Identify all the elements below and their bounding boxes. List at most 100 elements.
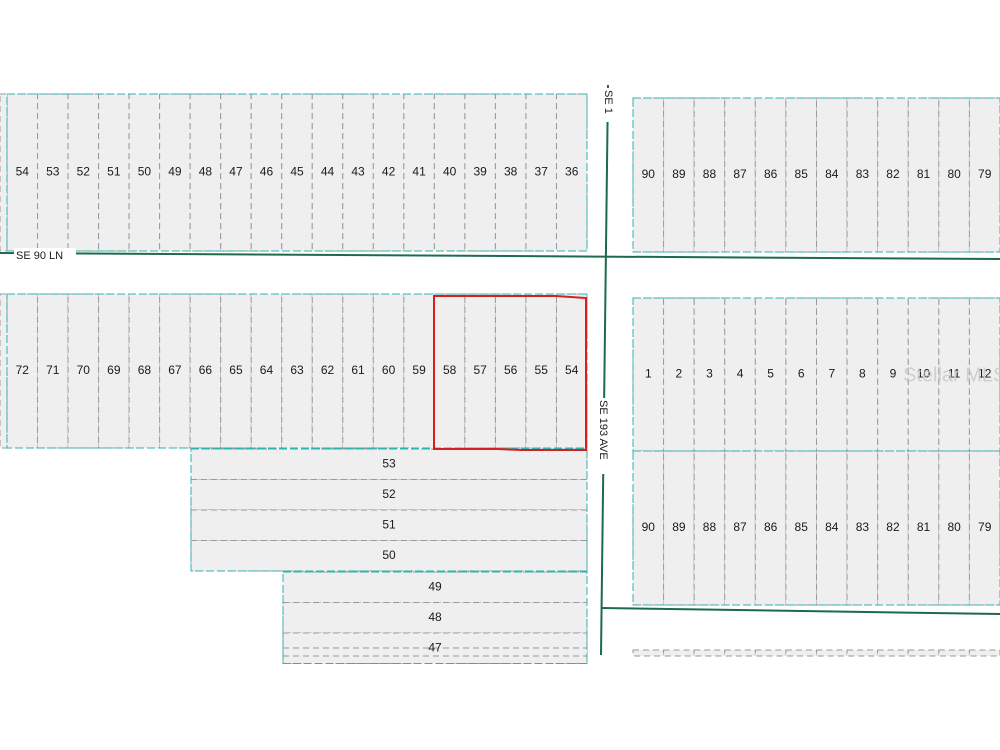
block-mid-right-bottom-lot-label: 82 (886, 520, 900, 534)
block-bottom-right-lot (632, 649, 665, 657)
block-mid-left-lot (372, 293, 405, 449)
block-mid-left-lot (403, 293, 435, 449)
block-horizontal-a-outline (190, 448, 588, 572)
block-top-left-lot-label: 50 (138, 165, 152, 179)
block-mid-left-lot-label: 58 (443, 363, 457, 377)
block-top-left-lot (98, 93, 130, 252)
block-top-left-lot (342, 93, 374, 252)
block-bottom-right-lot (877, 649, 909, 657)
block-mid-right-bottom-lot-label: 80 (947, 520, 961, 534)
block-mid-left-lot-label: 54 (565, 363, 579, 377)
block-mid-left-lot (220, 293, 252, 449)
block-mid-right-top-lot-label: 4 (737, 367, 744, 381)
block-horizontal-a-lot-label: 53 (382, 456, 396, 470)
block-top-left-edge (0, 93, 8, 252)
block-top-left-lot-label: 42 (382, 165, 396, 179)
block-mid-left-lot-label: 61 (351, 363, 365, 377)
block-mid-right-top-lot-label: 12 (978, 367, 992, 381)
highlighted-parcel (433, 295, 587, 451)
block-top-left-lot (37, 93, 69, 252)
block-mid-right-bottom-lot-label: 79 (978, 520, 992, 534)
block-mid-left-lot-label: 67 (168, 363, 182, 377)
block-mid-right-top-lot-label: 3 (706, 367, 713, 381)
block-horizontal-b-lot (282, 602, 588, 634)
block-mid-left-lot (67, 293, 100, 449)
block-horizontal-b-lot-label: 48 (428, 610, 442, 624)
block-top-right-lot-label: 79 (978, 167, 992, 181)
block-top-right-lot-label: 88 (703, 167, 717, 181)
block-mid-right-bottom-lot-label: 90 (642, 520, 656, 534)
block-top-right-lot (846, 97, 879, 253)
block-mid-right-bottom-lot-label: 89 (672, 520, 686, 534)
block-mid-left-lot (525, 293, 557, 449)
block-top-right-lot-label: 86 (764, 167, 778, 181)
road-se-193-ave (600, 84, 609, 656)
road-label-se-193-ave-group: SE 193 AVE (597, 398, 611, 474)
block-bottom-right-lot (663, 649, 695, 657)
block-mid-right-top-lot (724, 297, 756, 452)
block-mid-left-lot-label: 60 (382, 363, 396, 377)
block-horizontal-a-lot (190, 448, 588, 480)
block-mid-right-bottom-lot (907, 450, 940, 606)
block-mid-left-lot (342, 293, 374, 449)
block-horizontal-b-lot (282, 571, 588, 603)
block-top-right-outline (632, 97, 1000, 253)
block-mid-right-bottom-lot-label: 88 (703, 520, 717, 534)
block-top-right-lot (724, 97, 756, 253)
block-bottom-right-lot (754, 649, 787, 657)
block-mid-right-top-lot-label: 11 (948, 367, 961, 381)
block-mid-right-top-lot-label: 5 (767, 367, 774, 381)
block-mid-right-top-lot-label: 7 (828, 367, 835, 381)
block-horizontal-a-lot-label: 51 (382, 517, 396, 531)
block-mid-left-lot (311, 293, 344, 449)
block-mid-left-lot-label: 70 (77, 363, 91, 377)
block-mid-right-bottom-lot-label: 87 (733, 520, 747, 534)
block-bottom-right-lot (724, 649, 756, 657)
block-bottom-right-lot (846, 649, 879, 657)
block-top-left-lot (525, 93, 557, 252)
block-top-left-lot-label: 49 (168, 165, 182, 179)
block-bottom-right-lot (693, 649, 726, 657)
block-mid-right-bottom-lot (693, 450, 726, 606)
block-mid-right-top-lot (754, 297, 787, 452)
block-bottom-right-lot (816, 649, 848, 657)
block-top-left-lot (433, 93, 466, 252)
block-top-left-lot-label: 52 (77, 165, 91, 179)
block-top-left-lot-label: 41 (412, 165, 426, 179)
block-mid-right-bottom-lot-label: 81 (917, 520, 931, 534)
block-horizontal-a-lot (190, 509, 588, 541)
watermark: Stellar MLS (903, 364, 1000, 386)
block-top-right-lot-label: 80 (947, 167, 961, 181)
block-top-right-lot (968, 97, 1000, 253)
block-mid-right-top-lot (693, 297, 726, 452)
block-mid-left-lot (37, 293, 69, 449)
block-mid-right-top-lot-label: 10 (917, 367, 931, 381)
block-bottom-right-lot (968, 649, 1000, 657)
block-mid-right-top-outline (632, 297, 1000, 452)
block-top-right-lot (754, 97, 787, 253)
block-top-right-lot (816, 97, 848, 253)
block-mid-left-lot-label: 69 (107, 363, 121, 377)
block-mid-left-lot-label: 55 (535, 363, 549, 377)
block-mid-left-lot (464, 293, 496, 449)
road-label-se-1-group: SE 1 (602, 88, 616, 122)
block-mid-left-lot-label: 71 (46, 363, 60, 377)
block-mid-right-bottom-lot-label: 86 (764, 520, 778, 534)
block-top-left-lot-label: 39 (473, 165, 487, 179)
block-mid-right-bottom-lot (754, 450, 787, 606)
block-horizontal-b-lot-label: 47 (428, 640, 442, 654)
block-horizontal-a-lot (190, 479, 588, 511)
block-mid-left-lot-label: 66 (199, 363, 213, 377)
block-mid-left-lot-label: 57 (473, 363, 487, 377)
block-top-right-lot-label: 82 (886, 167, 900, 181)
block-top-left-lot-label: 51 (107, 165, 121, 179)
block-mid-right-bottom-lot (968, 450, 1000, 606)
block-mid-left-lot-label: 62 (321, 363, 335, 377)
block-mid-right-bottom-lot (724, 450, 756, 606)
block-mid-right-top-lot (816, 297, 848, 452)
block-top-left-lot-label: 53 (46, 165, 60, 179)
block-mid-left-lot-label: 68 (138, 363, 152, 377)
block-horizontal-b-lot-label: 49 (428, 579, 442, 593)
block-top-right-lot-label: 87 (733, 167, 747, 181)
